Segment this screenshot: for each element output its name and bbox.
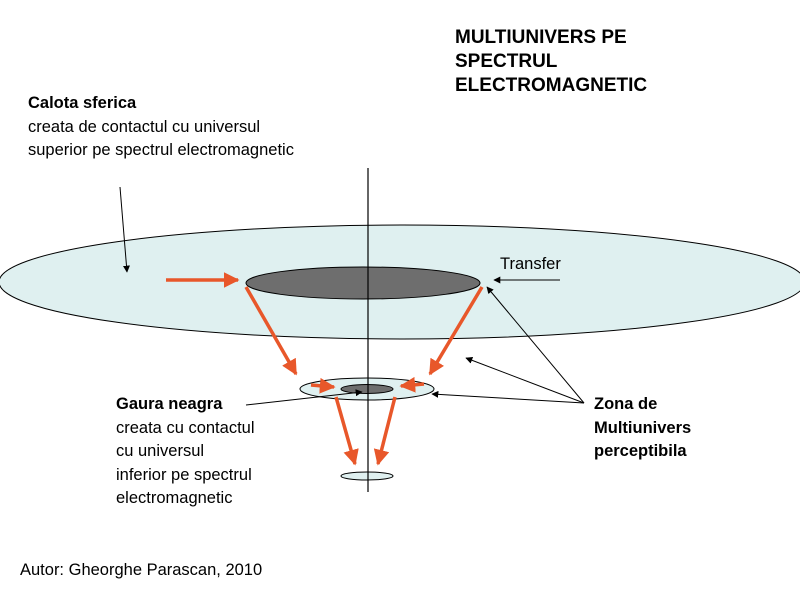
gaura-line: electromagnetic — [116, 489, 233, 507]
orange-arrow-small-right — [399, 376, 425, 393]
orange-arrow-down-left — [334, 396, 359, 466]
author-credit: Autor: Gheorghe Parascan, 2010 — [20, 561, 263, 579]
orange-arrow-right-down — [428, 286, 484, 376]
zona-line: perceptibila — [594, 442, 687, 460]
pointer-zona-3 — [431, 390, 585, 404]
transfer-label: Transfer — [500, 255, 561, 273]
bottom-tiny-disk — [340, 471, 394, 481]
gaura-heading: Gaura neagra — [116, 395, 223, 413]
calota-line: creata de contactul cu universul — [28, 117, 261, 136]
central-dark-ellipse — [245, 266, 481, 300]
orange-arrow-small-left — [310, 377, 336, 394]
gaura-line: creata cu contactul — [116, 418, 255, 437]
zona-line: Zona de — [594, 395, 658, 413]
black-hole-ellipse — [340, 384, 394, 394]
pointer-zona-2 — [465, 356, 585, 404]
gaura-label: Gaura neagra creata cu contactul cu univ… — [116, 393, 255, 511]
title-line: ELECTROMAGNETIC — [455, 75, 648, 96]
pointer-zona-1 — [486, 286, 585, 404]
orange-arrow-down-right — [373, 396, 397, 466]
calota-label: Calota sferica creata de contactul cu un… — [28, 92, 294, 163]
gaura-line: inferior pe spectrul — [116, 465, 252, 484]
title-line: SPECTRUL — [455, 51, 558, 72]
calota-line: superior pe spectrul electromagnetic — [28, 141, 294, 159]
diagram-title: MULTIUNIVERS PE SPECTRUL ELECTROMAGNETIC — [455, 26, 647, 98]
zona-label: Zona de Multiunivers perceptibila — [594, 393, 691, 464]
orange-arrow-left-down — [244, 286, 298, 376]
pointer-gaura — [245, 389, 363, 406]
zona-line: Multiunivers — [594, 418, 692, 437]
gaura-line: cu universul — [116, 442, 205, 460]
calota-heading: Calota sferica — [28, 94, 137, 112]
title-line: MULTIUNIVERS PE — [455, 27, 627, 48]
pointer-calota — [119, 186, 130, 273]
